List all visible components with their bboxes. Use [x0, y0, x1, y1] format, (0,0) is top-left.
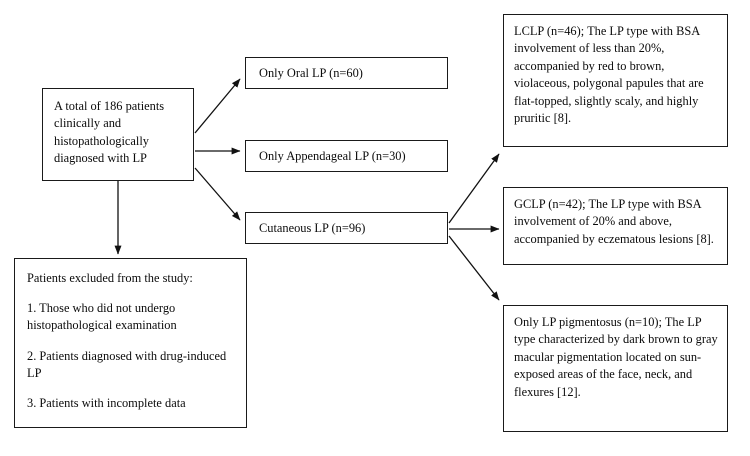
node-gclp: GCLP (n=42); The LP type with BSA involv…: [503, 187, 728, 265]
node-only-appendageal-lp-text: Only Appendageal LP (n=30): [259, 149, 406, 163]
excluded-item-3: 3. Patients with incomplete data: [27, 396, 186, 411]
edge-cutaneous-to-pigmentosus: [448, 235, 500, 301]
node-lclp-text: LCLP (n=46); The LP type with BSA involv…: [514, 24, 704, 126]
node-excluded-patients: Patients excluded from the study: 1. Tho…: [14, 258, 247, 428]
excluded-heading: Patients excluded from the study:: [27, 271, 193, 285]
excluded-item-1: 1. Those who did not undergo histopathol…: [27, 301, 177, 333]
edge-cohort-to-oral: [194, 78, 241, 134]
node-total-cohort: A total of 186 patients clinically and h…: [42, 88, 194, 181]
node-cutaneous-lp: Cutaneous LP (n=96): [245, 212, 448, 244]
node-gclp-text: GCLP (n=42); The LP type with BSA involv…: [514, 197, 714, 246]
node-only-oral-lp-text: Only Oral LP (n=60): [259, 66, 363, 80]
node-lclp: LCLP (n=46); The LP type with BSA involv…: [503, 14, 728, 147]
node-total-cohort-text: A total of 186 patients clinically and h…: [54, 99, 165, 166]
node-only-oral-lp: Only Oral LP (n=60): [245, 57, 448, 89]
node-only-appendageal-lp: Only Appendageal LP (n=30): [245, 140, 448, 172]
excluded-item-2: 2. Patients diagnosed with drug-induced …: [27, 348, 227, 380]
node-lp-pigmentosus: Only LP pigmentosus (n=10); The LP type …: [503, 305, 728, 432]
edge-cutaneous-to-lclp: [448, 153, 500, 224]
edge-cohort-to-cutaneous: [194, 167, 241, 221]
node-cutaneous-lp-text: Cutaneous LP (n=96): [259, 221, 366, 235]
node-lp-pigmentosus-text: Only LP pigmentosus (n=10); The LP type …: [514, 315, 718, 399]
